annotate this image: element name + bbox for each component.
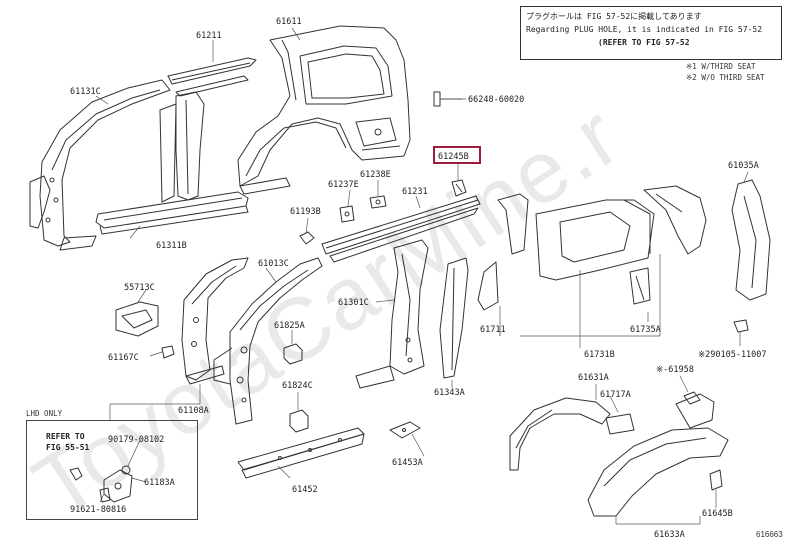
note-line-en: Regarding PLUG HOLE, it is indicated in … <box>526 25 763 34</box>
label-61183a: 61183A <box>144 478 175 488</box>
label-61452: 61452 <box>292 485 318 495</box>
part-61167c-clip[interactable] <box>161 345 175 359</box>
label-61131c: 61131C <box>70 87 101 97</box>
figure-id: 616663 <box>756 530 783 539</box>
label-61717a: 61717A <box>600 390 631 400</box>
label-55713c: 55713C <box>124 283 155 293</box>
label-61631a: 61631A <box>578 373 609 383</box>
label-61108a: 61108A <box>178 406 209 416</box>
label-61824c: 61824C <box>282 381 313 391</box>
part-61717a-patch[interactable] <box>605 413 635 435</box>
part-61735a-panel[interactable] <box>629 267 651 305</box>
label-91621-80816: 91621-80816 <box>70 505 126 515</box>
part-61237e-bracket[interactable] <box>339 205 355 223</box>
part-61645b-clip[interactable] <box>709 469 723 491</box>
part-61824c-pad[interactable] <box>289 409 309 433</box>
lhd-only-label: LHD ONLY <box>26 409 63 418</box>
part-rear-pillar-inner[interactable] <box>643 185 707 255</box>
part-90105-clip[interactable] <box>733 319 749 333</box>
label-61711: 61711 <box>480 325 506 335</box>
part-61631a-wheelhouse-outer[interactable] <box>509 397 611 471</box>
label-61301c: 61301C <box>338 298 369 308</box>
part-61211-roof-side-rail[interactable] <box>167 57 257 97</box>
part-61633a-wheelhouse-inner[interactable] <box>587 393 729 517</box>
label-61193b: 61193B <box>290 207 321 217</box>
note-line-jp: プラグホールは FIG 57-52に掲載してあります <box>526 12 702 21</box>
label-61237e: 61237E <box>328 180 359 190</box>
label-61167c: 61167C <box>108 353 139 363</box>
label-61013c: 61013C <box>258 259 289 269</box>
label-61245b: 61245B <box>438 152 469 162</box>
part-61711-quarter-small[interactable] <box>477 193 529 311</box>
part-61452-rocker-inner[interactable] <box>237 427 365 479</box>
label-90179-08102: 90179-08102 <box>108 435 164 445</box>
label-61825a: 61825A <box>274 321 305 331</box>
part-61343a-reinforcement[interactable] <box>439 257 469 379</box>
label-61343a: 61343A <box>434 388 465 398</box>
part-61311b-rocker-outer[interactable] <box>95 191 249 235</box>
note-line-refer: (REFER TO FIG 57-52 <box>598 38 690 47</box>
part-61013c-front-pillar-inner[interactable] <box>213 257 323 425</box>
label-61231: 61231 <box>402 187 428 197</box>
label-61958: ※-61958 <box>656 365 694 375</box>
part-61453a-bracket[interactable] <box>389 421 421 439</box>
part-55713c-bracket[interactable] <box>115 301 159 337</box>
label-61238e: 61238E <box>360 170 391 180</box>
legend-third-seat: ※1 W/THIRD SEAT <box>686 62 756 71</box>
part-61108a-lower-pillar[interactable] <box>181 257 249 385</box>
leader-lines <box>95 27 749 525</box>
lhd-only-box <box>26 420 198 520</box>
label-66248-60020: 66248-60020 <box>468 95 524 105</box>
part-61035a-rear-panel[interactable] <box>731 179 771 301</box>
part-61231-roof-rail-inner[interactable] <box>321 195 481 263</box>
part-61825a-pad[interactable] <box>283 343 303 365</box>
label-61645b: 61645B <box>702 509 733 519</box>
part-61731b-quarter-inner[interactable] <box>535 199 655 281</box>
label-61735a: 61735A <box>630 325 661 335</box>
part-61245b-bracket[interactable] <box>451 179 467 197</box>
label-61611: 61611 <box>276 17 302 27</box>
label-61453a: 61453A <box>392 458 423 468</box>
legend-no-third-seat: ※2 W/O THIRD SEAT <box>686 73 765 82</box>
part-61131c-front-frame[interactable] <box>29 79 171 251</box>
label-61311b: 61311B <box>156 241 187 251</box>
label-61211: 61211 <box>196 31 222 41</box>
part-61958-bracket[interactable] <box>683 391 701 405</box>
part-61301c-center-pillar-inner[interactable] <box>355 239 429 389</box>
lhd-refer-note: REFER TO FIG 55-51 <box>46 431 89 453</box>
selected-part-highlight <box>433 146 481 164</box>
part-center-pillar-outer[interactable] <box>159 91 205 203</box>
part-61611-quarter-panel[interactable] <box>237 25 411 195</box>
refer-line-1: REFER TO <box>46 432 85 441</box>
label-61035a: 61035A <box>728 161 759 171</box>
part-61193b-pad[interactable] <box>299 231 315 245</box>
refer-line-2: FIG 55-51 <box>46 443 90 452</box>
part-61238e-bracket[interactable] <box>369 195 387 209</box>
label-61731b: 61731B <box>584 350 615 360</box>
label-61633a: 61633A <box>654 530 685 540</box>
plug-hole-note: プラグホールは FIG 57-52に掲載してあります Regarding PLU… <box>520 6 782 60</box>
label-90105-11007: ※290105-11007 <box>698 350 767 360</box>
